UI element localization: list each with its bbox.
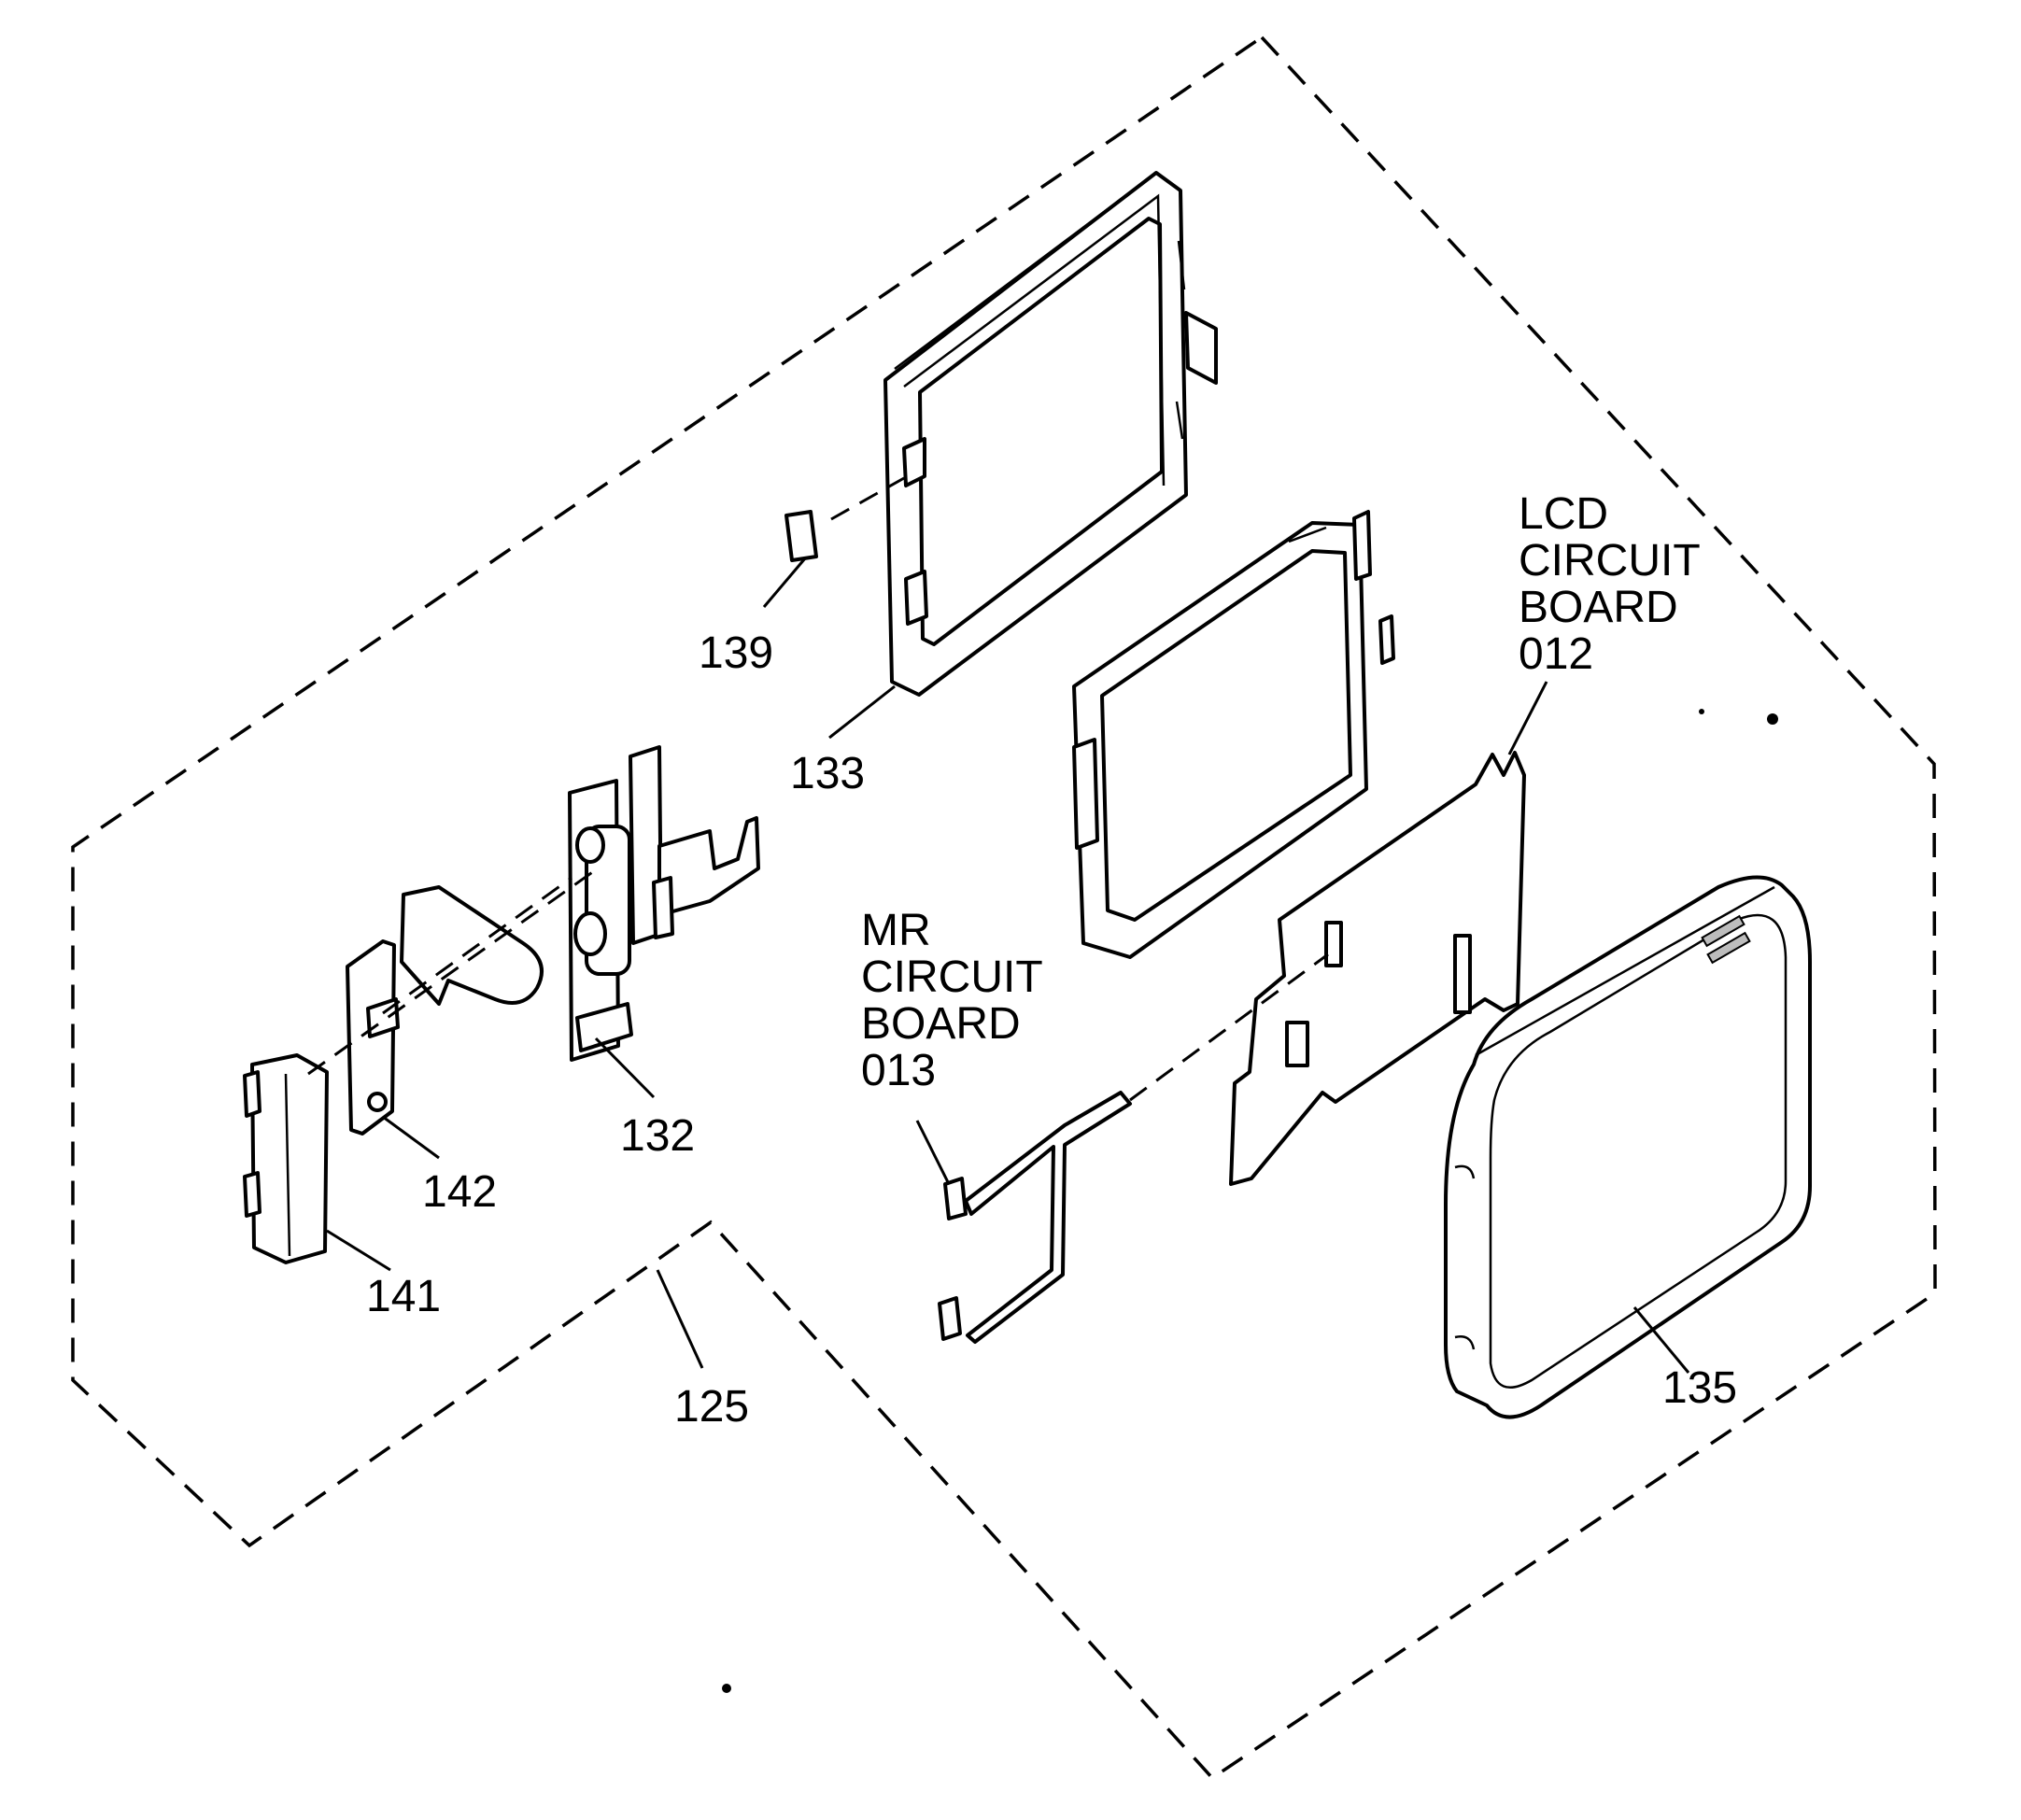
label-133: 133 — [790, 749, 865, 798]
cover-141 — [243, 1053, 329, 1264]
lcd-frame-133 — [883, 171, 1218, 697]
speckle-dot — [1699, 709, 1704, 714]
pad-139-dashline — [830, 476, 905, 521]
mr-circuit-board-013 — [938, 952, 1329, 1344]
label-mr-line-3: BOARD — [861, 999, 1021, 1049]
leader-141 — [326, 1229, 391, 1272]
leader-135 — [1632, 1306, 1690, 1374]
label-lcd-line-1: LCD — [1519, 489, 1608, 539]
label-139: 139 — [699, 628, 773, 678]
label-lcd-line-3: BOARD — [1519, 583, 1678, 632]
label-mr-circuit-board: MR CIRCUIT BOARD 013 — [861, 906, 1043, 1095]
speckle-dot — [1767, 713, 1778, 725]
leader-012 — [1507, 681, 1548, 755]
label-mr-line-4: 013 — [861, 1046, 936, 1095]
label-135: 135 — [1662, 1363, 1737, 1413]
label-lcd-line-4: 012 — [1519, 629, 1593, 679]
label-mr-line-2: CIRCUIT — [861, 952, 1043, 1002]
label-lcd-line-2: CIRCUIT — [1519, 536, 1701, 586]
label-125: 125 — [674, 1382, 749, 1432]
leader-013 — [915, 1120, 951, 1185]
pad-139 — [784, 510, 818, 562]
label-lcd-circuit-board: LCD CIRCUIT BOARD 012 — [1519, 489, 1701, 679]
lcd-panel-module — [1072, 510, 1395, 959]
leader-133 — [828, 684, 896, 740]
hinge-assembly-132 — [568, 745, 760, 1062]
assembly-boundary-125 — [71, 35, 1937, 1781]
assembly-line-bracket — [382, 876, 572, 1015]
leader-132 — [594, 1037, 656, 1099]
label-132: 132 — [620, 1111, 695, 1161]
label-141: 141 — [366, 1272, 441, 1321]
leader-125 — [656, 1269, 704, 1369]
label-142: 142 — [422, 1167, 497, 1217]
leader-142 — [382, 1115, 440, 1160]
lcd-circuit-board-012 — [1229, 751, 1526, 1186]
label-mr-line-1: MR — [861, 906, 931, 955]
speckle-dot — [722, 1684, 731, 1693]
leader-139 — [762, 557, 807, 608]
lcd-rear-cover-135 — [1444, 875, 1812, 1419]
bracket-142 — [346, 939, 400, 1136]
assembly-line-hinge — [307, 867, 599, 1076]
